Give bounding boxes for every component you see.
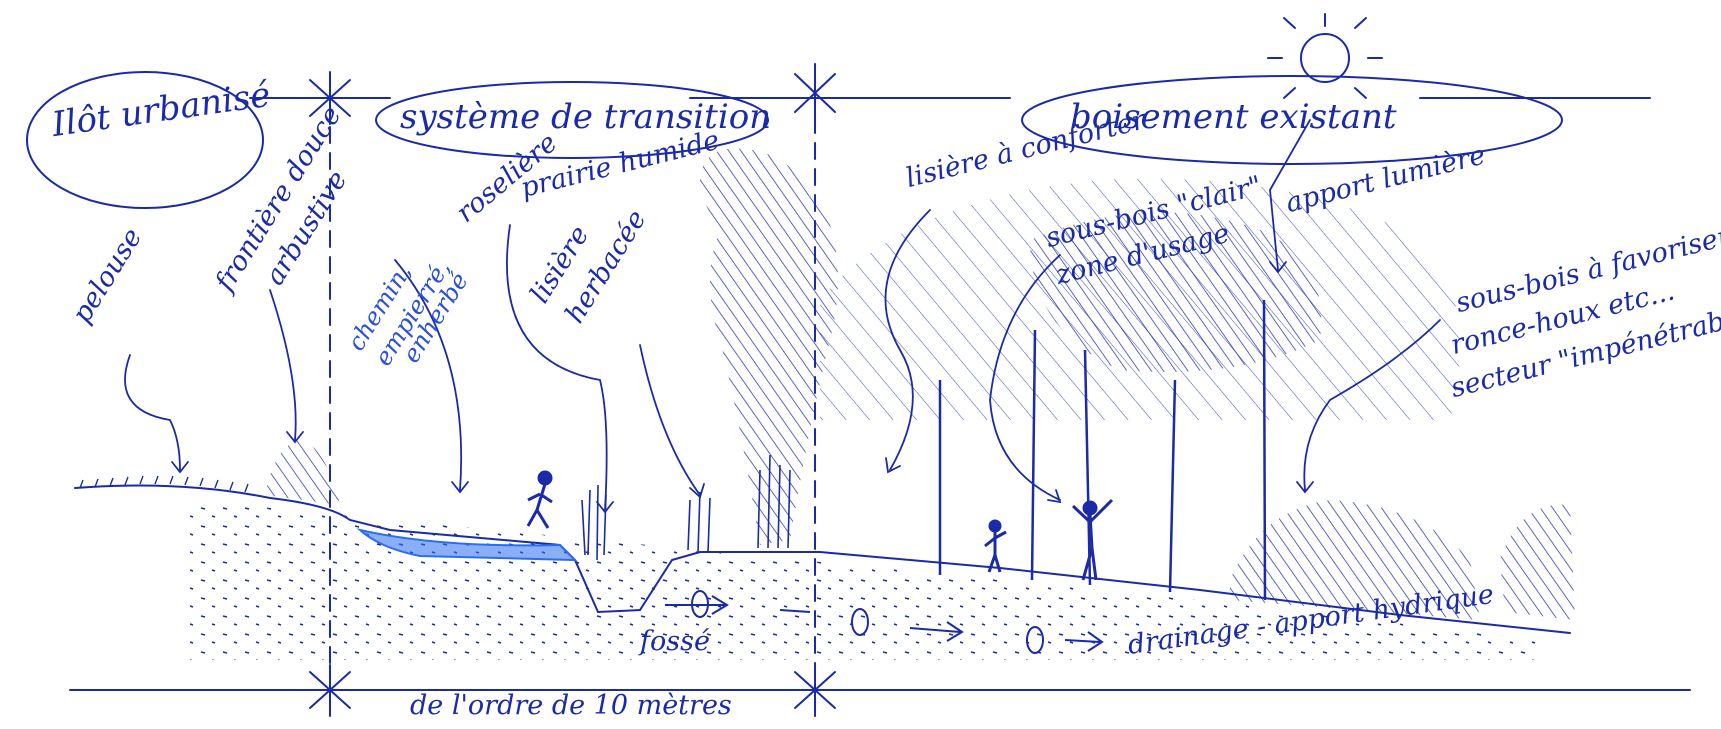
label-dimension: de l'ordre de 10 mètres xyxy=(410,690,732,721)
runner-figure xyxy=(526,470,553,529)
zone-ellipse-transition xyxy=(375,81,769,159)
zone-title-woodland: boisement existant xyxy=(1070,97,1397,137)
reeds xyxy=(581,454,791,561)
star-cross-top-right xyxy=(794,63,836,121)
water-channel xyxy=(356,528,578,562)
star-cross-top-left xyxy=(309,71,351,125)
adult-figure xyxy=(1071,498,1114,581)
underbrush xyxy=(1230,500,1480,620)
canopy-dense xyxy=(1030,212,1322,372)
shrub-frontier xyxy=(265,440,340,505)
zone-ellipse-urban xyxy=(26,71,264,209)
zone-title-transition: système de transition xyxy=(400,97,772,137)
shrubs-right xyxy=(1500,504,1575,620)
label-fosse: fossé xyxy=(640,626,710,657)
canopy-edge xyxy=(700,148,838,546)
lawn-grass xyxy=(79,475,249,493)
tree-trunks xyxy=(938,299,1267,601)
child-figure xyxy=(984,519,1007,573)
zone-ellipse-woodland xyxy=(1021,75,1563,165)
sun-icon xyxy=(1267,13,1383,99)
star-cross-bottom-right xyxy=(794,664,836,717)
star-cross-bottom-left xyxy=(309,664,351,717)
drainage-arrows xyxy=(665,590,1104,654)
annotation-arrows xyxy=(124,119,1441,514)
